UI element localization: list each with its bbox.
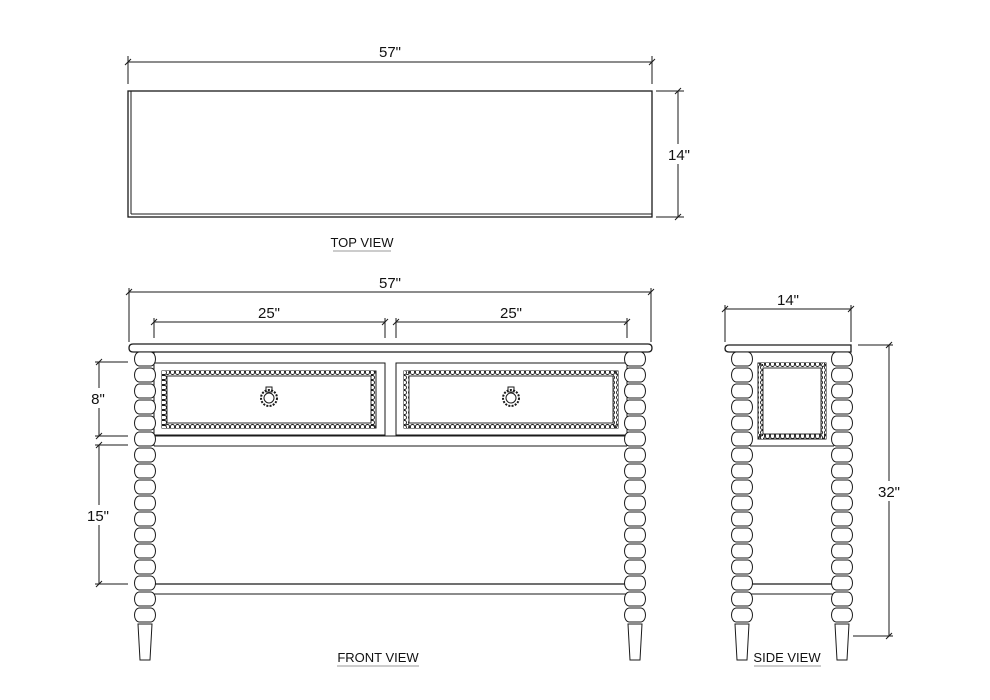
- side-view-title: SIDE VIEW: [753, 650, 821, 665]
- top-view-depth-label: 14": [668, 147, 690, 164]
- left-drawer-width-dimension: 25": [150, 305, 389, 338]
- top-view: 57" 14" TOP VIEW: [124, 44, 694, 252]
- top-view-depth-dimension: 14": [656, 87, 694, 221]
- front-view-width-label: 57": [379, 275, 401, 292]
- overall-height-dimension: 32": [853, 341, 906, 640]
- left-drawer: [153, 362, 386, 436]
- right-drawer: [395, 362, 628, 436]
- front-view-tabletop: [128, 343, 653, 353]
- side-panel: [750, 362, 834, 447]
- right-drawer-width-dimension: 25": [392, 305, 631, 338]
- side-left-leg: [732, 352, 753, 660]
- top-view-width-dimension: 57": [124, 44, 656, 84]
- front-left-leg: [135, 352, 156, 660]
- side-view-depth-label: 14": [777, 292, 799, 309]
- drawer-height-dimension: 8": [84, 358, 128, 440]
- front-view-title: FRONT VIEW: [337, 650, 419, 665]
- drawer-height-label: 8": [91, 391, 105, 408]
- front-view-width-dimension: 57": [125, 275, 655, 342]
- shelf-clearance-dimension: 15": [82, 441, 128, 588]
- front-right-leg: [625, 352, 646, 660]
- side-view-tabletop: [724, 344, 852, 353]
- side-view: 14" 32" SIDE VIEW: [721, 292, 906, 667]
- side-view-depth-dimension: 14": [721, 292, 855, 342]
- right-drawer-width-label: 25": [500, 305, 522, 322]
- overall-height-label: 32": [878, 484, 900, 501]
- top-view-title: TOP VIEW: [330, 235, 394, 250]
- left-drawer-width-label: 25": [258, 305, 280, 322]
- top-view-tabletop: [127, 90, 653, 218]
- left-drawer-ring-pull-icon: [260, 386, 278, 407]
- right-drawer-ring-pull-icon: [502, 386, 520, 407]
- shelf-clearance-label: 15": [87, 508, 109, 525]
- top-view-width-label: 57": [379, 44, 401, 61]
- front-view: 57" 25" 25": [82, 275, 655, 667]
- side-right-leg: [832, 352, 853, 660]
